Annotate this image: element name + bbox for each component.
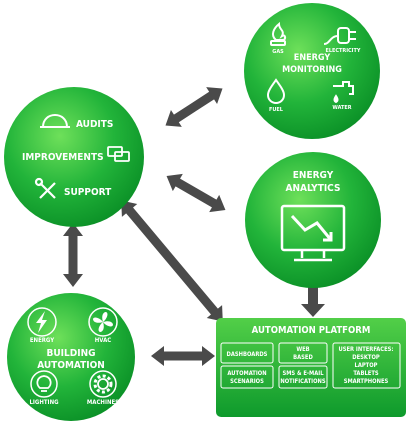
user-interfaces-box [332,342,401,389]
notifications-label: NOTIFICATIONS [280,379,326,385]
hard-hat-icon [40,113,70,128]
connector-arrows [63,87,325,366]
arrow-building-platform [151,346,215,366]
automation-label: AUTOMATION [227,371,266,377]
fuel-drop-icon [266,78,286,105]
arrow-services-analytics [166,173,226,213]
monitor-chart-icon [280,204,346,262]
screens-icon [107,146,130,162]
scenarios-label: SCENARIOS [230,379,264,385]
machines-icon-ring [89,370,117,398]
automation-scenarios-box [220,365,274,389]
arrow-services-platform [121,200,223,322]
electricity-label: ELECTRICITY [325,48,360,54]
arrow-services-monitoring [165,87,223,127]
automation-platform-title: AUTOMATION PLATFORM [252,325,371,336]
energy-monitoring-title-line2: MONITORING [282,65,342,75]
hvac-label: HVAC [95,337,111,344]
laptop-label: LAPTOP [355,363,378,369]
energy-monitoring-title-line1: ENERGY [294,53,331,63]
gas-flame-icon [270,21,287,46]
building-automation-node: ENERGY HVAC BUILDING AUTOMATION LIGHTING… [7,293,135,421]
energy-analytics-title-line2: ANALYTICS [286,183,341,194]
sms-email-label: SMS & E-MAIL [282,371,324,377]
building-automation-title-line2: AUTOMATION [37,360,105,371]
gear-icon [93,374,113,394]
user-interfaces-label: USER INTERFACES: [339,347,394,353]
dashboards-label: DASHBOARDS [227,352,268,358]
web-label: WEB [296,347,309,353]
automation-platform-node: AUTOMATION PLATFORM DASHBOARDS WEB BASED… [216,318,406,417]
tools-icon [34,177,56,199]
web-based-box [278,342,328,364]
arrow-analytics-platform [301,286,325,317]
improvements-label: IMPROVEMENTS [22,152,104,163]
energy-monitoring-node: GAS ELECTRICITY ENERGY MONITORING FUEL W… [244,3,380,139]
arrow-services-building [63,223,83,287]
energy-icon-ring [27,307,57,337]
services-node: AUDITS IMPROVEMENTS SUPPORT [4,87,144,227]
smartphones-label: SMARTPHONES [344,379,389,385]
energy-analytics-node: ENERGY ANALYTICS [245,152,381,288]
bulb-icon [36,375,52,392]
hvac-icon-ring [88,307,118,337]
energy-analytics-title-line1: ENERGY [293,170,334,181]
water-label: WATER [332,105,351,111]
fan-icon [93,312,113,332]
desktop-label: DESKTOP [352,355,380,361]
energy-label: ENERGY [30,337,54,344]
tablets-label: TABLETS [353,371,379,377]
lightning-icon [36,311,47,333]
audits-label: AUDITS [76,119,113,130]
gas-label: GAS [272,49,284,55]
machines-label: MACHINES [87,399,119,406]
based-label: BASED [293,355,313,361]
plug-icon [323,27,356,45]
notifications-box [278,365,328,389]
lighting-label: LIGHTING [29,399,59,406]
lighting-icon-ring [30,370,58,398]
dashboards-box [220,342,274,364]
support-label: SUPPORT [64,187,112,198]
water-tap-icon [333,81,354,104]
fuel-label: FUEL [269,107,284,113]
building-automation-title-line1: BUILDING [47,348,96,359]
